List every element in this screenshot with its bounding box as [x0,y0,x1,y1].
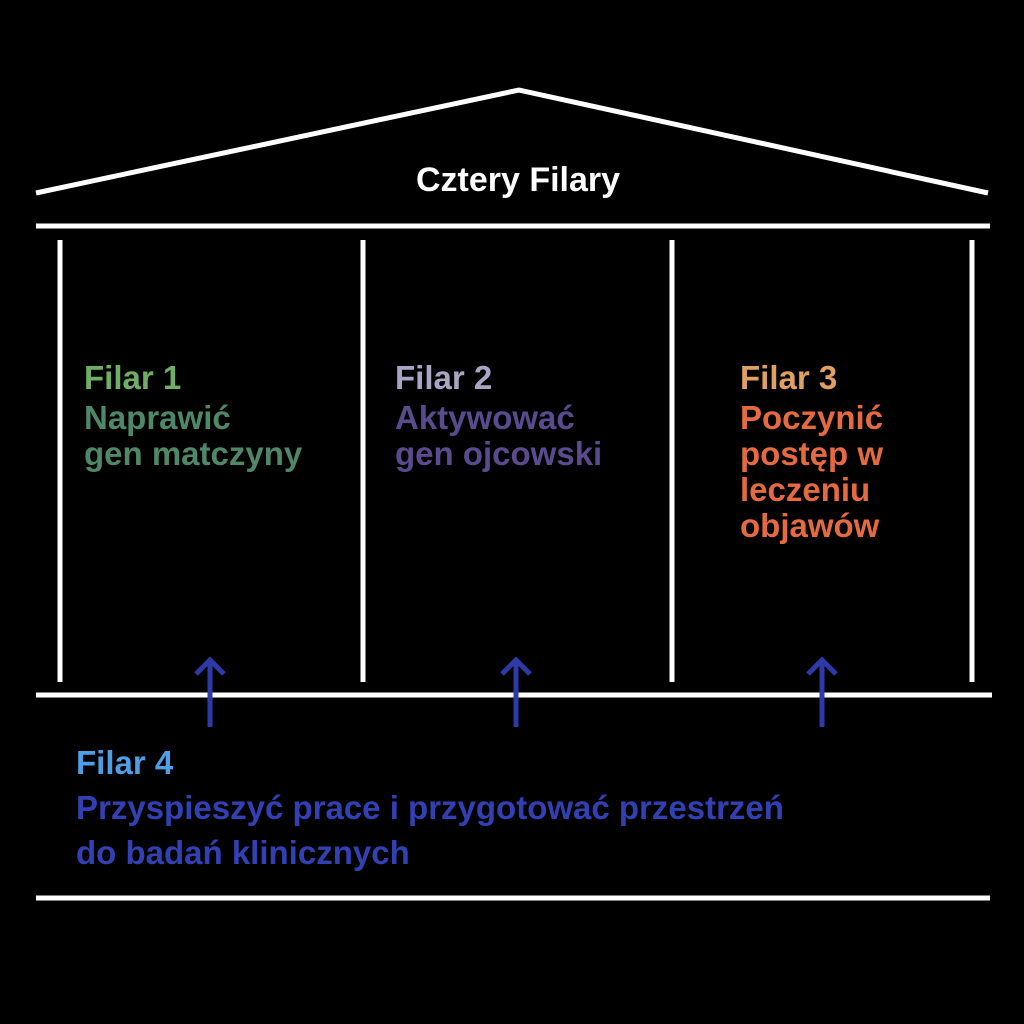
pillar-1-label: Filar 1 [84,359,182,396]
roof-outline [35,87,989,196]
pillar-2-label: Filar 2 [395,359,493,396]
pillar-4-label: Filar 4 [76,744,174,781]
pillar-3-description: Poczynić postęp w leczeniu objawów [740,399,884,544]
arrow-up-icon [500,656,532,727]
pillar-1-description: Naprawić gen matczyny [84,399,303,472]
diagram-title: Cztery Filary [415,161,621,199]
arrow-up-icon [194,656,226,727]
pillar-2-description: Aktywować gen ojcowski [395,399,603,472]
arrow-up-icon [806,656,838,727]
pillar-3-label: Filar 3 [740,359,838,396]
pillar-4-description: Przyspieszyć prace i przygotować przestr… [76,789,784,871]
